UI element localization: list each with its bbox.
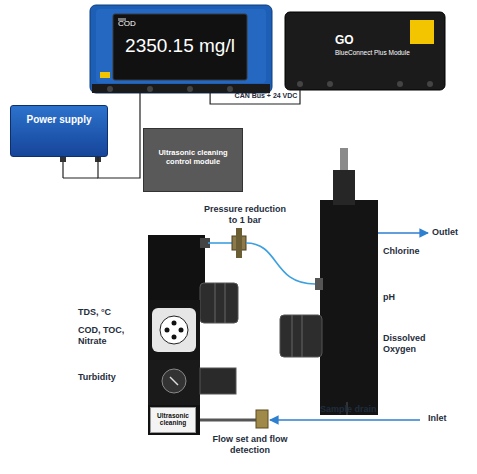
part-label: Outlet <box>432 227 477 238</box>
part-label: pH <box>383 292 443 303</box>
node-text: Ultrasonic cleaning control module <box>150 149 236 166</box>
node-text: 2350.15 mg/l <box>113 35 247 57</box>
controller-screen: COD 2350.15 mg/l <box>90 5 272 93</box>
part-label: Dissolved Oxygen <box>383 333 443 355</box>
controller-device <box>90 5 272 93</box>
node-text: Ultrasonic cleaning <box>152 412 194 427</box>
cleaning-box: Ultrasonic cleaning <box>150 407 196 433</box>
control-module-box: Ultrasonic cleaning control module <box>143 128 243 192</box>
part-label: Inlet <box>428 413 473 424</box>
node-text: Power supply <box>15 114 103 126</box>
power-supply-box: Power supply <box>10 105 108 157</box>
right-sensor-block <box>280 148 378 415</box>
part-label: Turbidity <box>78 372 146 383</box>
part-label: Pressure reduction to 1 bar <box>200 204 290 226</box>
node-text: BlueConnect Plus Module <box>335 49 435 56</box>
edge-label: CAN Bus + 24 VDC <box>226 92 306 100</box>
bus-module: GOBlueConnect Plus Module <box>285 12 445 90</box>
node-text: GO <box>335 34 375 48</box>
terminals <box>60 156 101 178</box>
cable-connector <box>98 93 140 178</box>
left-sensor-block <box>148 235 238 435</box>
part-label: Flow set and flow detection <box>200 434 300 456</box>
tubing <box>200 228 428 428</box>
module-device <box>285 12 445 90</box>
part-label: COD, TOC, Nitrate <box>78 325 138 347</box>
part-label: Chlorine <box>383 246 463 257</box>
part-label: Sample drain <box>320 404 390 415</box>
node-text: COD <box>118 19 218 28</box>
part-label: TDS, °C <box>78 307 146 318</box>
